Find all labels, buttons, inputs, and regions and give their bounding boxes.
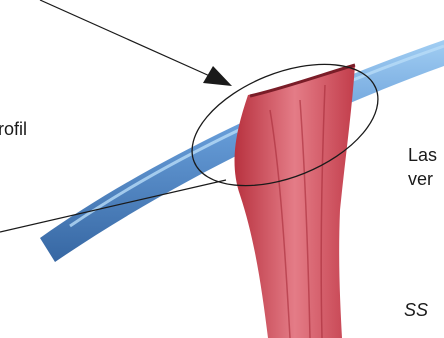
arrowhead: [203, 66, 232, 86]
pointer-line: [40, 0, 212, 77]
label-bottom-right: SS: [404, 298, 428, 322]
label-right-line-2: ver: [408, 167, 433, 191]
label-profil: rofil: [0, 117, 27, 141]
red-structure: [235, 65, 355, 338]
label-right-line-1: Las: [408, 143, 437, 167]
